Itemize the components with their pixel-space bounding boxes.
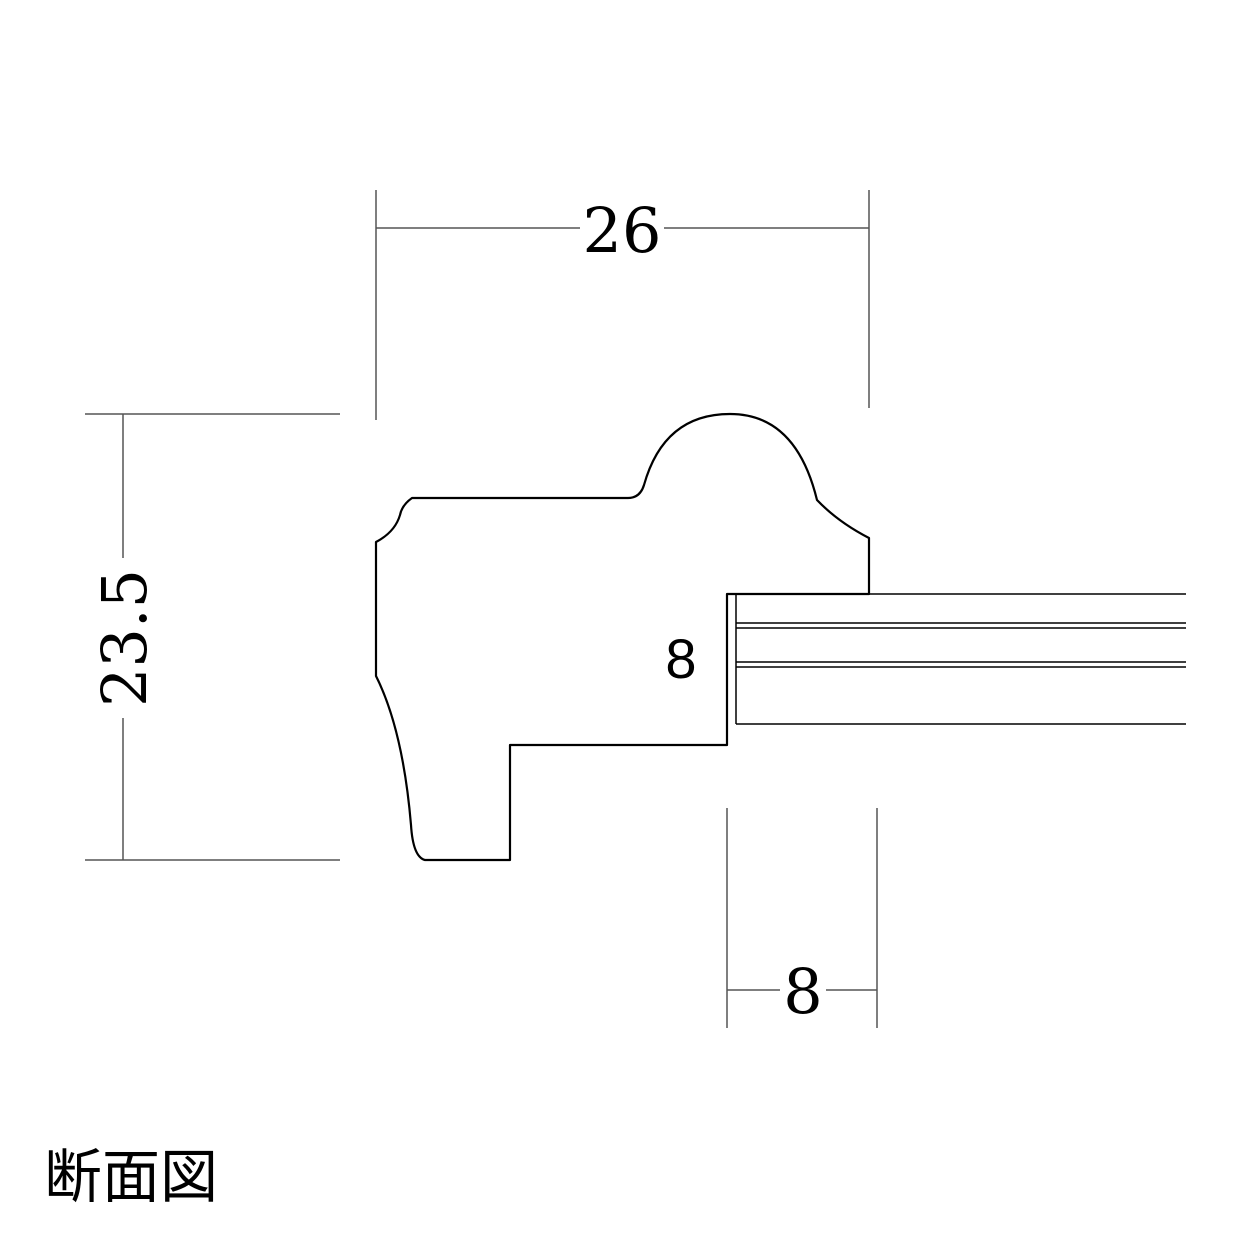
rebate-width-label: 8 (783, 955, 822, 1028)
rebate-depth-label: 8 (665, 627, 696, 690)
glass-layers (735, 593, 1186, 725)
frame-profile-outline (374, 412, 871, 862)
height-dimension: 23.5 (85, 413, 340, 861)
width-label: 26 (583, 194, 662, 267)
height-label: 23.5 (88, 569, 161, 707)
width-dimension: 26 (375, 190, 870, 420)
rebate-width-dimension: 8 (726, 808, 878, 1028)
caption-cross-section: 断面図 (44, 1143, 219, 1211)
